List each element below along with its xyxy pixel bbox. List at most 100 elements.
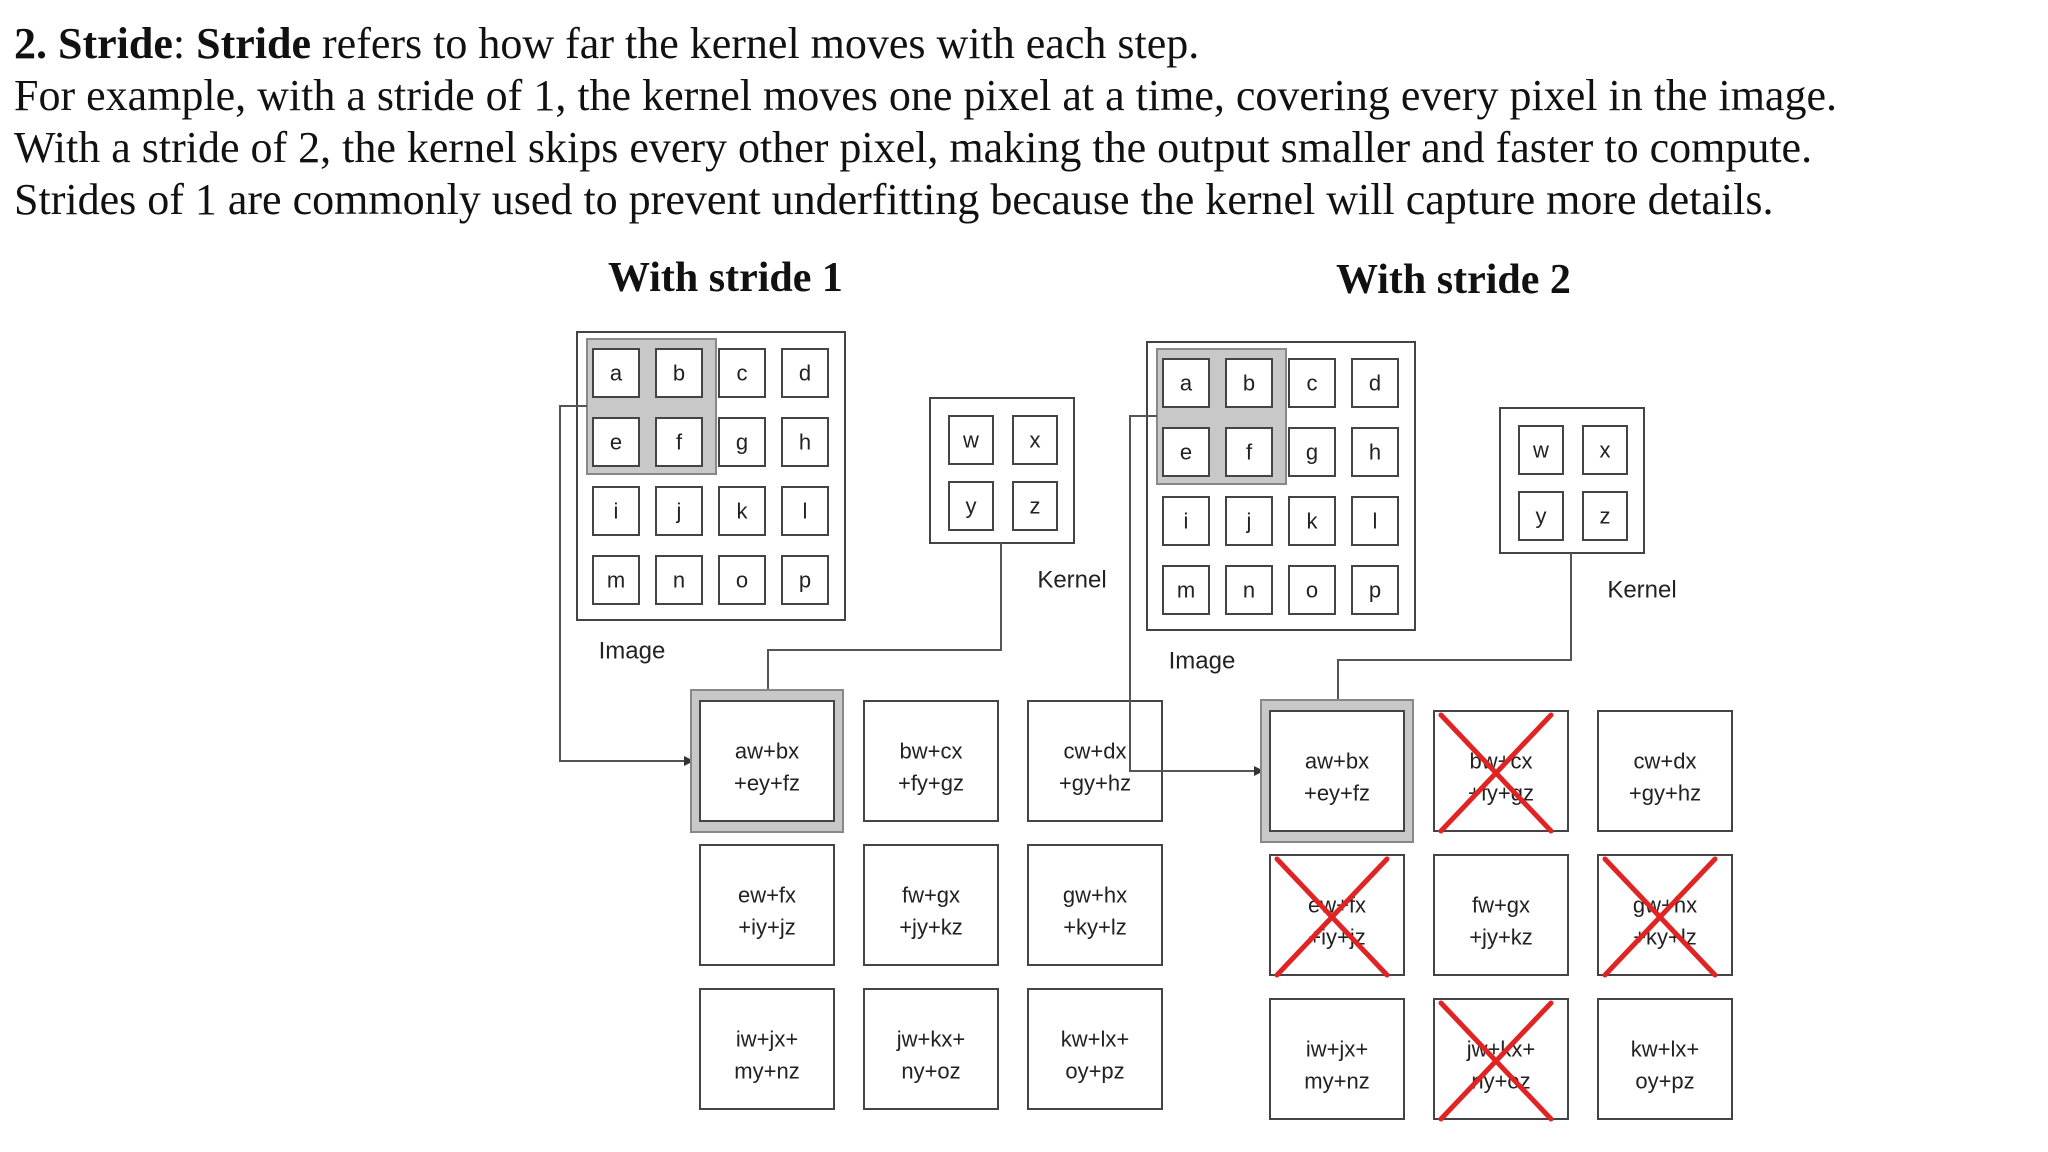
image-cell-label: c: [737, 361, 748, 386]
output-cell: [1597, 710, 1733, 832]
image-cell: [1351, 565, 1399, 615]
output-cell-line: oy+pz: [1065, 1059, 1124, 1084]
kernel-cell-label: x: [1600, 438, 1611, 463]
image-cell-label: h: [799, 430, 811, 455]
kernel-label: Kernel: [1607, 577, 1676, 604]
intro-line-4: Strides of 1 are commonly used to preven…: [14, 175, 1774, 224]
image-cell: [592, 348, 640, 398]
output-cell-line: +jy+kz: [1469, 925, 1533, 950]
image-cell: [1162, 427, 1210, 477]
image-cell-label: j: [676, 499, 682, 524]
image-cell-label: b: [673, 361, 685, 386]
output-cell: [1597, 998, 1733, 1120]
image-cell: [655, 348, 703, 398]
kernel-arrow-line: [1337, 553, 1572, 702]
intro-number: 2. Stride: [14, 19, 173, 68]
image-arrow-head: [1254, 766, 1264, 776]
output-cell-line: jw+kx+: [896, 1027, 965, 1052]
image-cell-label: o: [1306, 578, 1318, 603]
image-arrow-head: [684, 756, 694, 766]
image-cell: [1288, 565, 1336, 615]
image-arrow-line: [1129, 415, 1254, 772]
output-cell-line: ew+fx: [738, 883, 796, 908]
kernel-cell-label: z: [1030, 494, 1041, 519]
image-cell-label: g: [736, 430, 748, 455]
intro-line-1: 2. Stride: Stride refers to how far the …: [14, 18, 2034, 70]
output-cell-line: aw+bx: [1305, 749, 1369, 774]
output-cell-line: +gy+hz: [1059, 771, 1131, 796]
output-cell-line: oy+pz: [1635, 1069, 1694, 1094]
output-cell-line: +jy+kz: [899, 915, 963, 940]
image-cell-label: e: [1180, 440, 1192, 465]
image-cell-label: p: [799, 568, 811, 593]
image-cell-label: d: [1369, 371, 1381, 396]
image-arrow-line: [559, 405, 684, 762]
kernel-label: Kernel: [1037, 567, 1106, 594]
output-cell: [699, 844, 835, 966]
kernel-cell: [1582, 425, 1628, 475]
intro-line-1-rest: refers to how far the kernel moves with …: [311, 19, 1200, 68]
output-cell-line: +ey+fz: [734, 771, 800, 796]
image-cell-label: i: [614, 499, 619, 524]
image-label: Image: [1169, 648, 1236, 675]
intro-text: 2. Stride: Stride refers to how far the …: [14, 18, 2034, 226]
intro-term: Stride: [196, 19, 312, 68]
output-cell: [1027, 844, 1163, 966]
skip-cross-line: [1602, 856, 1718, 978]
image-cell-label: b: [1243, 371, 1255, 396]
image-cell: [1351, 496, 1399, 546]
image-cell-label: n: [1243, 578, 1255, 603]
output-cell: [1027, 700, 1163, 822]
image-cell-label: k: [1307, 509, 1319, 534]
output-cell-line: bw+cx: [900, 739, 963, 764]
image-cell-label: k: [737, 499, 749, 524]
output-cell-line: +ky+lz: [1063, 915, 1127, 940]
image-cell: [718, 417, 766, 467]
image-cell: [718, 555, 766, 605]
skip-cross-line: [1274, 856, 1390, 978]
image-cell-label: a: [610, 361, 623, 386]
image-cell-label: c: [1307, 371, 1318, 396]
image-cell-label: h: [1369, 440, 1381, 465]
image-cell: [1162, 565, 1210, 615]
image-cell: [592, 555, 640, 605]
image-cell-label: p: [1369, 578, 1381, 603]
kernel-cell: [948, 481, 994, 531]
kernel-cell: [1012, 481, 1058, 531]
image-frame: [1146, 341, 1416, 631]
panel-title-stride-2: With stride 2: [1336, 257, 1571, 303]
kernel-cell-label: x: [1030, 428, 1041, 453]
intro-line-2: For example, with a stride of 1, the ker…: [14, 71, 1837, 120]
image-cell: [655, 417, 703, 467]
image-cell-label: l: [803, 499, 808, 524]
output-cell: [863, 988, 999, 1110]
image-cell: [592, 417, 640, 467]
kernel-cell: [948, 415, 994, 465]
image-cell: [655, 486, 703, 536]
image-cell-label: n: [673, 568, 685, 593]
image-cell: [655, 555, 703, 605]
image-cell: [1351, 358, 1399, 408]
kernel-cell-label: y: [1536, 504, 1547, 529]
image-cell: [1225, 358, 1273, 408]
image-cell: [1288, 496, 1336, 546]
kernel-cell: [1518, 425, 1564, 475]
output-cell: [1433, 854, 1569, 976]
image-cell-label: f: [676, 430, 683, 455]
image-cell: [1288, 358, 1336, 408]
image-cell: [781, 417, 829, 467]
image-cell: [1225, 496, 1273, 546]
image-cell: [1162, 358, 1210, 408]
image-cell: [1351, 427, 1399, 477]
output-cell: [699, 700, 835, 822]
kernel-cell-label: w: [1532, 438, 1549, 463]
output-cell-line: aw+bx: [735, 739, 799, 764]
output-cell: [699, 988, 835, 1110]
output-cell-line: cw+dx: [1634, 749, 1697, 774]
image-cell-label: i: [1184, 509, 1189, 534]
image-cell-label: f: [1246, 440, 1253, 465]
output-cell-line: fw+gx: [1472, 893, 1530, 918]
output-cell-line: fw+gx: [902, 883, 960, 908]
